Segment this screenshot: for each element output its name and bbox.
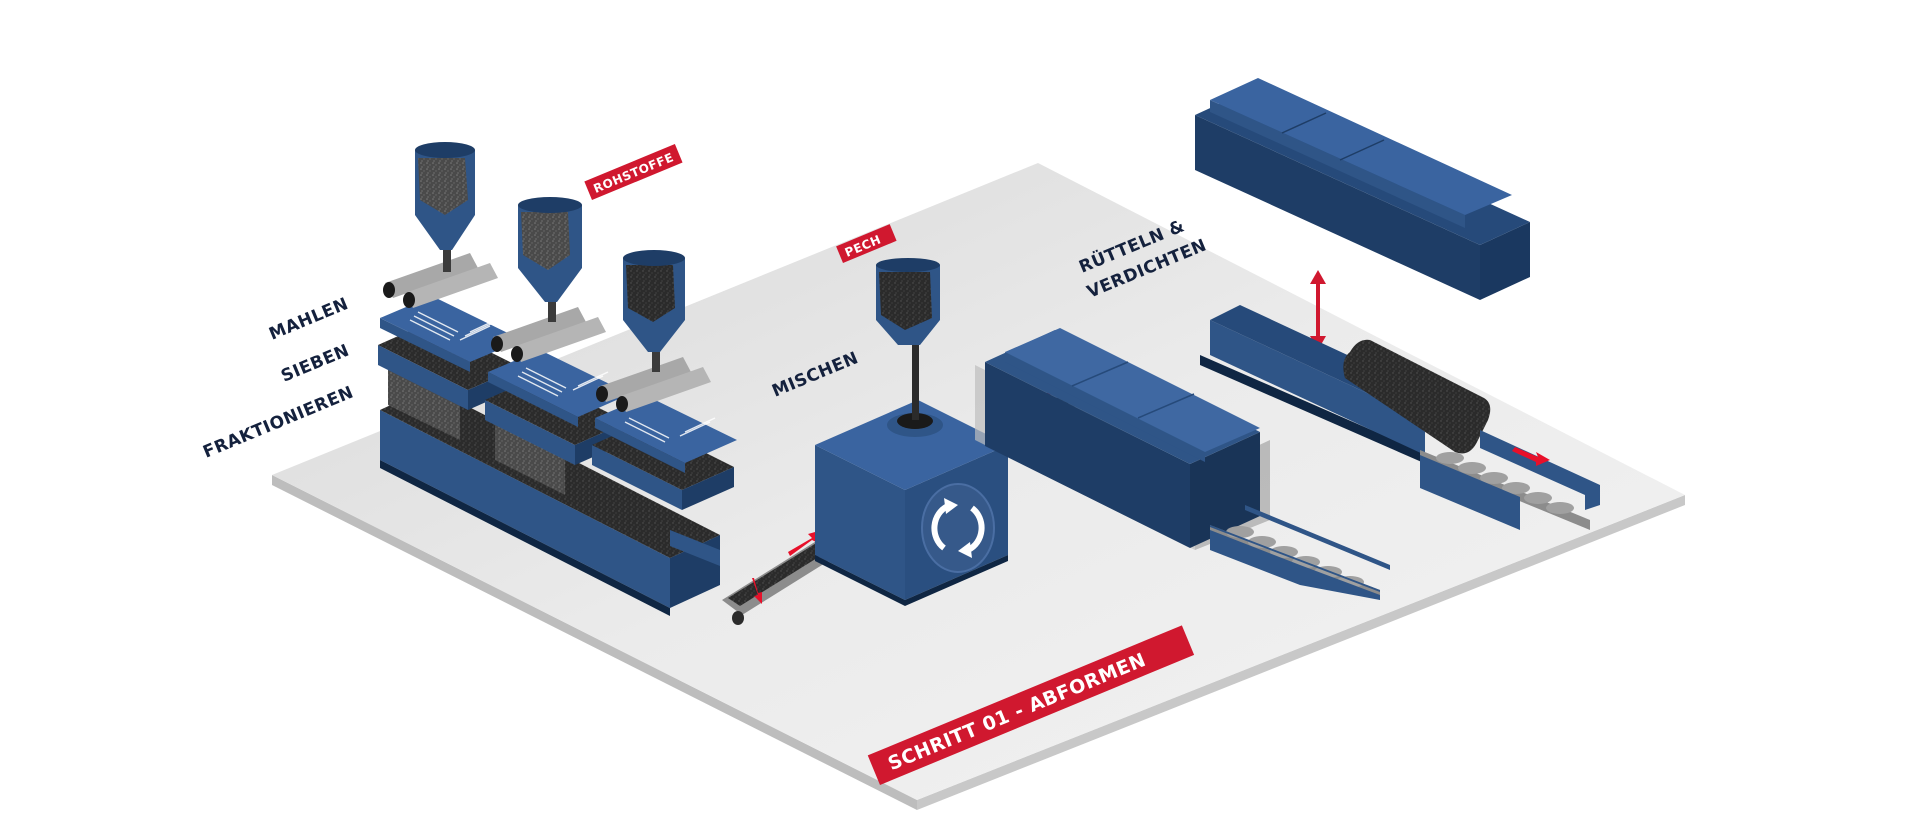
roller-pair-3 [596, 357, 711, 412]
mold-trough [1200, 305, 1491, 470]
press-block [1195, 78, 1530, 300]
hopper-1 [415, 142, 475, 272]
svg-text:ROHSTOFFE: ROHSTOFFE [591, 150, 675, 196]
station-mixing [815, 258, 1008, 606]
flow-arrow-icon [1512, 447, 1550, 466]
green-electrode [1343, 339, 1491, 454]
hopper-2 [518, 197, 582, 322]
label-sieving: SIEBEN [278, 341, 352, 387]
station-grinding [378, 142, 737, 616]
station-vibrating [975, 328, 1270, 550]
label-grinding: MAHLEN [266, 294, 351, 345]
hopper-3 [623, 250, 685, 372]
flow-arrow-icon [752, 578, 762, 604]
sieve-stack-3 [592, 250, 737, 510]
roller-pair-2 [491, 307, 606, 362]
tag-raw-materials: ROHSTOFFE [584, 144, 683, 200]
refresh-cycle-icon [921, 483, 995, 573]
flow-arrow-icon [788, 530, 822, 556]
output-rack-1 [1210, 505, 1390, 600]
output-rack-2 [1420, 430, 1600, 530]
pitch-hopper [876, 258, 940, 420]
roller-pair-1 [383, 253, 498, 308]
sieve-stack-1 [378, 142, 522, 440]
